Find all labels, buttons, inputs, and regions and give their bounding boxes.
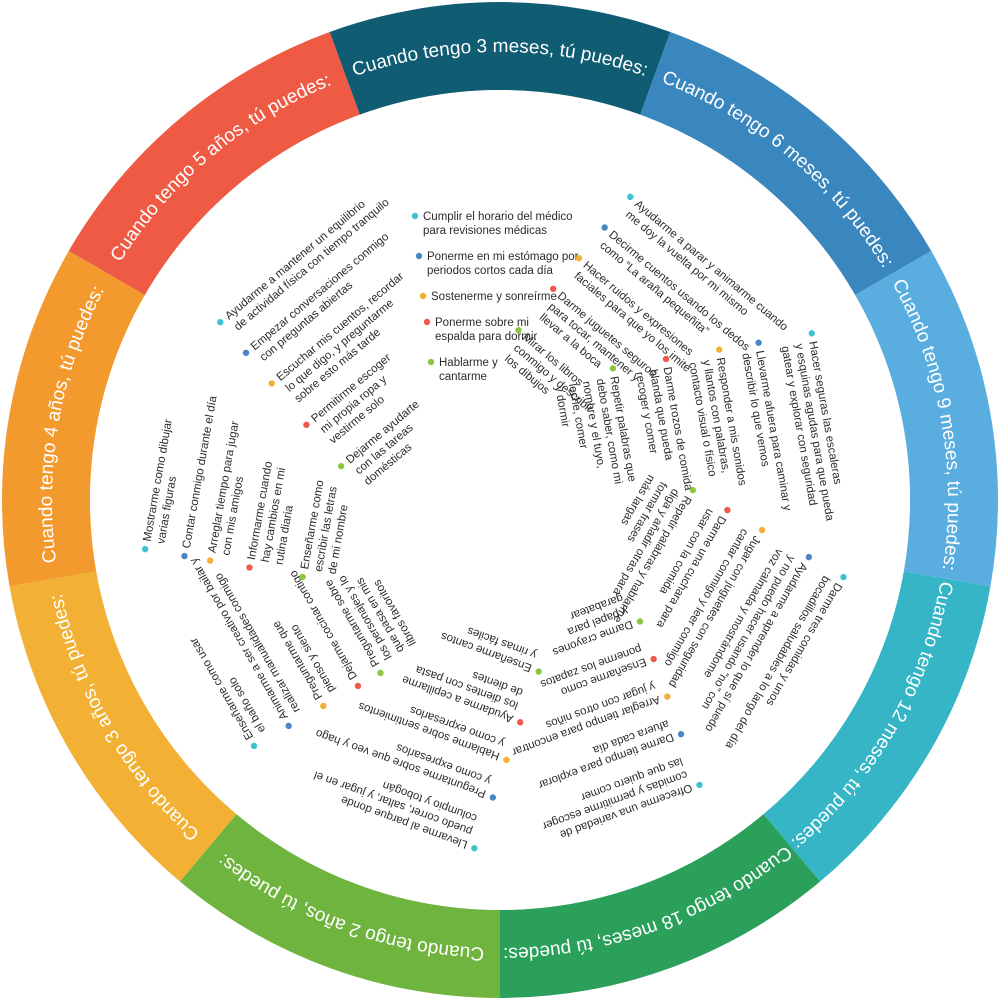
bullet-dot <box>515 326 522 334</box>
bullet-dot <box>377 669 384 677</box>
ring-segment <box>68 32 360 295</box>
item-text-line: Ponerme en mi estómago por <box>427 251 579 263</box>
bullet-dot <box>609 365 617 372</box>
ring-segment <box>1 251 145 587</box>
bullet-dot <box>689 486 696 494</box>
bullet-dot <box>141 545 149 553</box>
bullet-dot <box>285 722 292 730</box>
bullet-dot <box>650 655 657 663</box>
bullet-dot <box>664 693 671 700</box>
bullet-dot <box>217 319 224 326</box>
item-text-line: periodos cortos cada día <box>427 265 554 277</box>
inner-circle <box>90 90 910 910</box>
bullet-dot <box>181 552 188 560</box>
bullet-dot <box>503 756 510 764</box>
bullet-dot <box>419 292 427 300</box>
bullet-dot <box>489 794 497 801</box>
bullet-dot <box>636 618 644 625</box>
bullet-dot <box>550 285 557 292</box>
ring-segment <box>179 814 500 998</box>
bullet-dot <box>250 742 258 750</box>
segment-items: Cumplir el horario del médico para revisi… <box>411 211 579 383</box>
bullet-dot <box>840 573 847 581</box>
bullet-dot <box>716 346 723 353</box>
bullet-dot <box>601 224 608 231</box>
bullet-dot <box>696 781 703 789</box>
ring-segment <box>855 251 998 587</box>
bullet-dot <box>415 252 423 260</box>
bullet-dot <box>724 506 731 514</box>
bullet-dot <box>303 421 310 429</box>
ring-segment <box>763 571 991 882</box>
item-text-line: cantarme <box>439 371 487 383</box>
bullet-dot <box>246 564 253 571</box>
bullet-dot <box>662 355 670 363</box>
ring-segment <box>500 814 821 998</box>
bullet-dot <box>535 668 542 675</box>
bullet-dot <box>354 682 362 690</box>
item-text-line: espalda para dormir <box>435 331 537 343</box>
item-text-line: Cumplir el horario del médico <box>423 211 573 223</box>
bullet-dot <box>206 557 214 564</box>
bullet-dot <box>471 845 478 852</box>
bullet-dot <box>575 254 583 262</box>
bullet-dot <box>805 553 813 561</box>
bullet-dot <box>411 212 419 220</box>
bullet-dot <box>427 358 435 366</box>
bullet-dot <box>423 318 431 326</box>
bullet-dot <box>320 702 327 710</box>
bullet-dot <box>516 719 524 726</box>
bullet-dot <box>299 573 306 581</box>
bullet-dot <box>627 193 634 201</box>
ring-segment <box>640 32 932 295</box>
bullet-dot <box>755 339 762 346</box>
item-text-line: Sostenerme y sonreírme <box>431 291 557 303</box>
bullet-dot <box>758 526 766 534</box>
bullet-dot <box>268 380 275 387</box>
bullet-dot <box>337 463 345 470</box>
ring-segment <box>329 1 671 115</box>
item-text-line: Ponerme sobre mi <box>435 317 529 329</box>
bullet-dot <box>242 349 250 357</box>
item-text-line: Hablarme y <box>439 357 498 369</box>
ring-segment <box>9 571 237 882</box>
bullet-dot <box>677 731 685 738</box>
bullet-dot <box>808 330 815 337</box>
item-text-line: para revisiones médicas <box>423 225 547 237</box>
